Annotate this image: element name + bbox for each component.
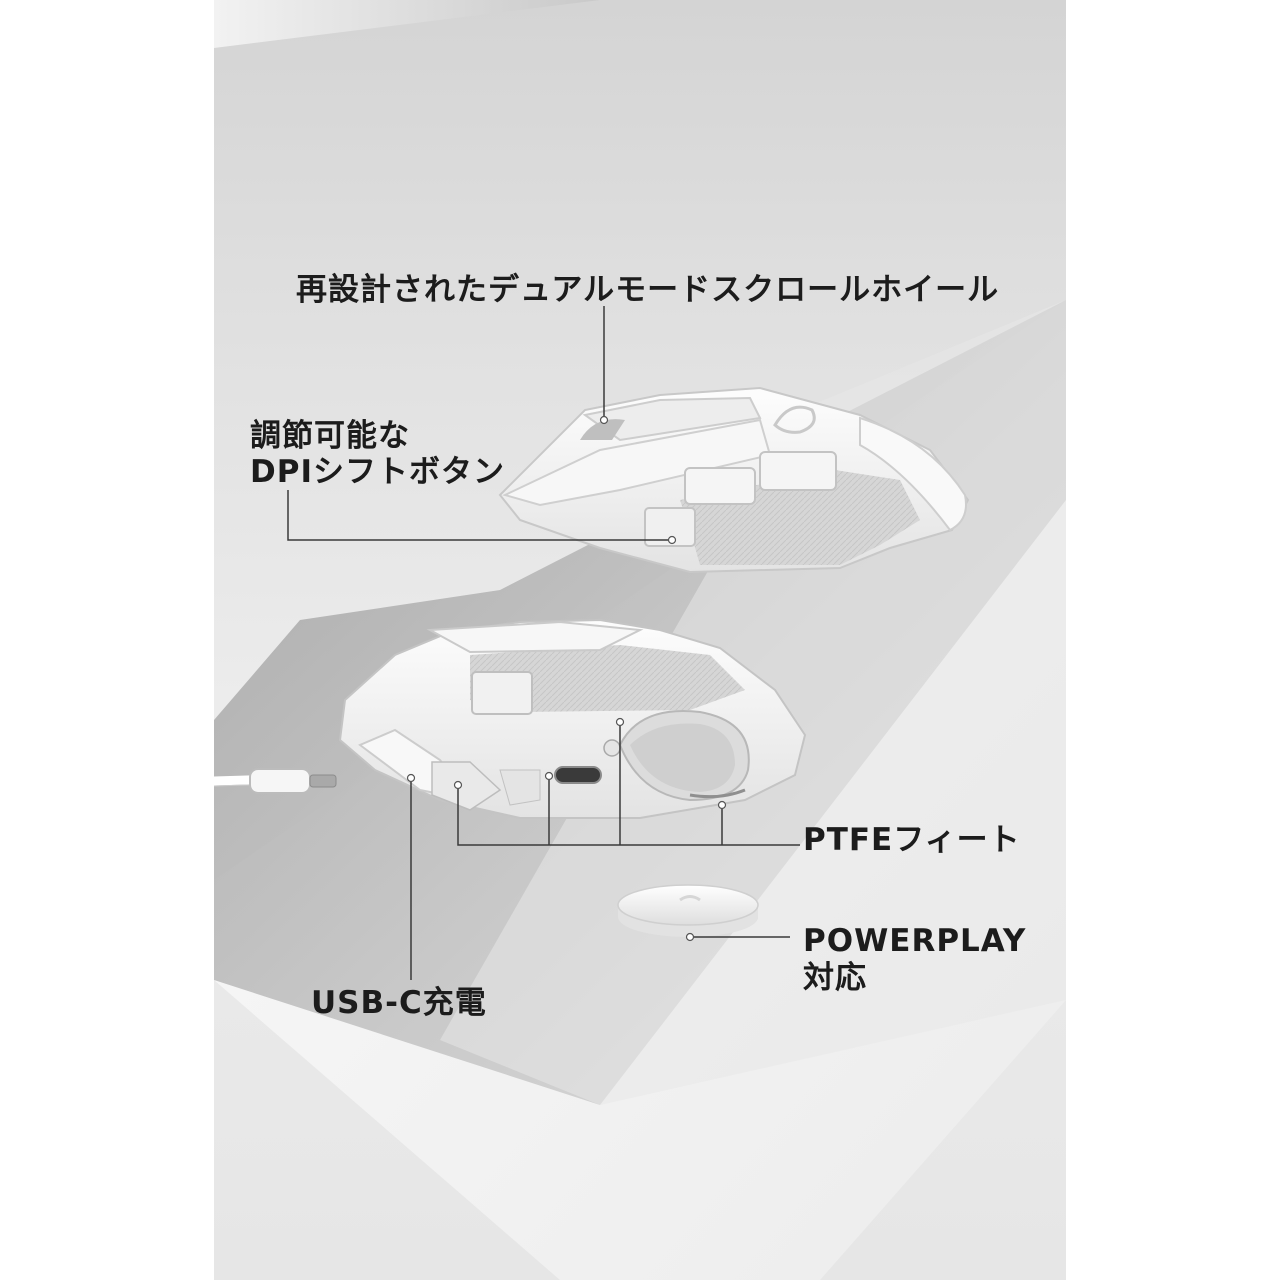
mouse-top-view xyxy=(498,386,970,574)
logo-icon xyxy=(679,895,701,902)
leader-ptfe-main xyxy=(457,785,800,846)
powerplay-label-line1: POWERPLAY xyxy=(803,923,1027,959)
ptfe-foot xyxy=(431,761,502,811)
scroll-wheel-label: 再設計されたデュアルモードスクロールホイール xyxy=(296,272,1000,308)
side-button-front xyxy=(684,467,756,505)
powerplay-puck xyxy=(617,884,759,937)
dpi-label-line2: DPIシフトボタン xyxy=(250,454,505,490)
usb-c-cable xyxy=(209,768,337,794)
dpi-label-line1: 調節可能な xyxy=(250,418,410,454)
usb-c-port xyxy=(554,766,602,784)
callout-lines xyxy=(287,306,800,980)
mouse-bottom-view xyxy=(338,618,807,819)
ptfe-feet-label: PTFEフィート xyxy=(803,822,1021,858)
leader-dpi-button xyxy=(287,490,672,541)
callout-dots xyxy=(406,415,727,942)
powerplay-label-line2: 対応 xyxy=(803,960,867,996)
dpi-shift-button xyxy=(644,507,696,547)
usb-c-label: USB-C充電 xyxy=(311,985,487,1021)
sensor xyxy=(603,739,621,757)
side-button-back xyxy=(759,451,837,491)
logo-icon xyxy=(773,405,816,434)
